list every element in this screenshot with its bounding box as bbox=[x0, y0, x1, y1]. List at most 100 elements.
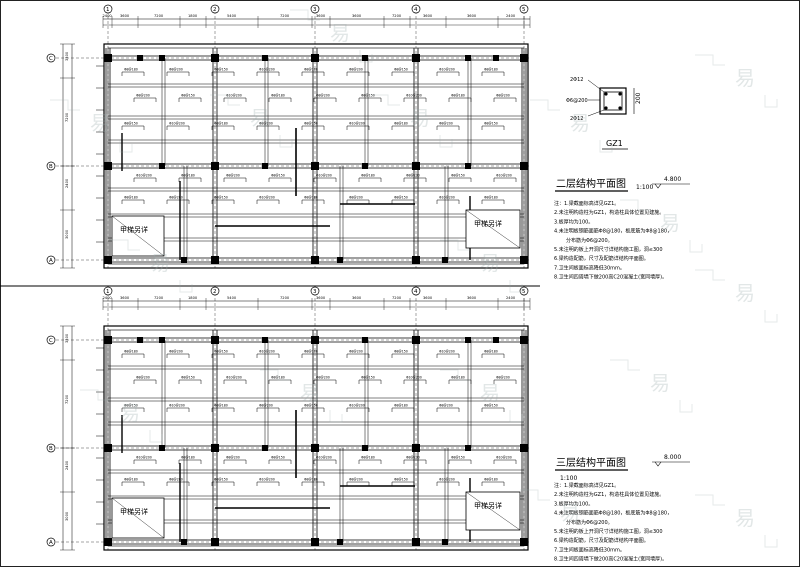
structural-column bbox=[520, 256, 528, 264]
dimension-label: 2400 bbox=[103, 14, 113, 18]
outer-wall-inner bbox=[107, 329, 525, 547]
dimension-label: 7200 bbox=[392, 14, 402, 18]
rebar-label: Φ10@200 bbox=[169, 122, 185, 126]
structural-column bbox=[211, 256, 219, 264]
grid-label: 1 bbox=[106, 289, 110, 295]
grid-bubble bbox=[310, 286, 320, 296]
structural-column bbox=[211, 54, 219, 62]
structural-column bbox=[442, 257, 448, 263]
watermark-glyph: 易 bbox=[660, 211, 680, 235]
grid-label: 1 bbox=[106, 7, 110, 13]
rebar-label: Φ8@180 bbox=[361, 174, 375, 178]
grid-label: C bbox=[49, 338, 53, 344]
watermark-glyph: 易 bbox=[650, 371, 670, 395]
note-line: 注：1.梁截面标高详见GZ1。 bbox=[554, 200, 619, 207]
structural-column bbox=[159, 163, 165, 169]
grid-bubble bbox=[519, 4, 529, 14]
detail-note-top: 2Φ12 bbox=[570, 77, 583, 83]
watermark-ornament bbox=[440, 239, 523, 293]
dimension-label: 7200 bbox=[154, 14, 164, 18]
column-detail-gz1: 2Φ12 Φ6@200 2Φ12 200 GZ1 bbox=[566, 77, 642, 150]
rebar-label: Φ8@150 bbox=[394, 68, 408, 72]
note-line: 分布筋为Φ6@200。 bbox=[566, 519, 613, 526]
grid-bubble bbox=[103, 286, 113, 296]
rebar-label: Φ10@200 bbox=[316, 456, 332, 460]
structural-column bbox=[211, 336, 219, 344]
stair-diagonal bbox=[111, 497, 165, 539]
rebar-label: Φ8@200 bbox=[496, 94, 510, 98]
structural-column bbox=[465, 163, 471, 169]
watermark-glyph: 易 bbox=[90, 111, 110, 135]
structural-column bbox=[412, 256, 420, 264]
rebar-label: Φ8@150 bbox=[181, 376, 195, 380]
grid-bubble bbox=[46, 335, 56, 345]
rebar-label: Φ8@150 bbox=[304, 404, 318, 408]
watermark-glyph: 易 bbox=[300, 381, 320, 405]
rebar-label: Φ8@180 bbox=[124, 350, 138, 354]
rebar-label: Φ8@150 bbox=[124, 122, 138, 126]
detail-note-mid: Φ6@200 bbox=[566, 98, 588, 104]
structural-column bbox=[262, 163, 268, 169]
rebar-label: Φ8@150 bbox=[214, 478, 228, 482]
structural-column bbox=[493, 55, 499, 61]
note-line: 3.板厚均为100。 bbox=[554, 218, 593, 225]
stair-label-right: 甲梯另详 bbox=[474, 219, 502, 228]
rebar-label: Φ10@200 bbox=[406, 376, 422, 380]
watermark-glyph: 易 bbox=[120, 401, 140, 425]
watermark-glyph: 易 bbox=[560, 501, 580, 525]
watermark-glyph: 易 bbox=[480, 381, 500, 405]
rebar-label: Φ10@200 bbox=[349, 122, 365, 126]
rebar-label: Φ10@200 bbox=[496, 456, 512, 460]
watermark-ornament bbox=[50, 99, 133, 153]
elevation-marker bbox=[654, 461, 662, 467]
structural-column bbox=[311, 538, 319, 546]
dimension-label: 3600 bbox=[467, 14, 477, 18]
plan2-scale: 1:100 bbox=[560, 475, 577, 482]
rebar-label: Φ8@200 bbox=[169, 68, 183, 72]
plan1-notes: 注：1.梁截面标高详见GZ1。2.未注明构造柱为GZ1，构造柱具体位置见建施。3… bbox=[554, 200, 672, 281]
dimension-label: 7200 bbox=[65, 112, 69, 122]
rebar-label: Φ8@200 bbox=[169, 478, 183, 482]
stair-diagonal bbox=[465, 209, 521, 249]
rebar-label: Φ8@180 bbox=[181, 174, 195, 178]
plan1-title-block: 二层结构平面图 1:100 4.800 bbox=[555, 176, 690, 192]
grid-label: 4 bbox=[414, 289, 418, 295]
rebar-label: Φ8@180 bbox=[484, 68, 498, 72]
rebar-label: Φ10@200 bbox=[316, 174, 332, 178]
grid-bubble bbox=[411, 4, 421, 14]
rebar-label: Φ8@200 bbox=[349, 68, 363, 72]
rebar-label: Φ8@180 bbox=[124, 68, 138, 72]
structural-column bbox=[137, 55, 143, 61]
rebar-label: Φ8@200 bbox=[349, 478, 363, 482]
grid-label: B bbox=[49, 446, 53, 452]
rebar-label: Φ10@200 bbox=[349, 404, 365, 408]
structural-column bbox=[311, 256, 319, 264]
rebar-label: Φ8@180 bbox=[304, 350, 318, 354]
rebar-label: Φ10@200 bbox=[439, 478, 455, 482]
grid-bubble bbox=[46, 537, 56, 547]
dimension-label: 3600 bbox=[120, 296, 130, 300]
structural-column bbox=[412, 444, 420, 452]
rebar-label: Φ8@150 bbox=[214, 196, 228, 200]
dimension-label: 7200 bbox=[280, 14, 290, 18]
rebar-dot bbox=[604, 106, 608, 110]
rebar-label: Φ8@200 bbox=[226, 174, 240, 178]
grid-label: 5 bbox=[522, 289, 526, 295]
watermark-glyph: 易 bbox=[150, 251, 170, 275]
structural-column bbox=[104, 444, 112, 452]
structural-column bbox=[311, 444, 319, 452]
rebar-label: Φ8@200 bbox=[136, 376, 150, 380]
rebar-label: Φ8@180 bbox=[484, 350, 498, 354]
rebar-label: Φ8@180 bbox=[124, 196, 138, 200]
watermark-ornament bbox=[290, 9, 373, 63]
note-line: 8.卫生间四周墙下做200高C20混凝土(宽同墙厚)。 bbox=[554, 556, 667, 563]
rebar-label: Φ10@200 bbox=[496, 174, 512, 178]
rebar-label: Φ10@200 bbox=[226, 94, 242, 98]
structural-column bbox=[337, 539, 343, 545]
dimension-label: 3300 bbox=[65, 51, 69, 61]
structural-column bbox=[159, 445, 165, 451]
watermark-ornament bbox=[610, 359, 693, 413]
